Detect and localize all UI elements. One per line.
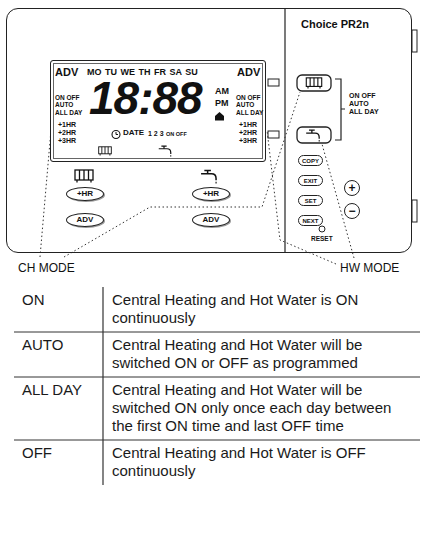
lcd-text: 18:88 [89,75,202,121]
button-label: SET [305,198,317,204]
advance-button: ADV [66,213,104,227]
advance-button: ADV [192,213,230,227]
lcd-text: +1HR +2HR +3HR [58,121,80,144]
lcd-text: ADV [55,66,78,78]
table-key: ON [22,291,45,309]
copy-button: COPY [298,155,323,166]
lcd-text: DATE [123,129,144,138]
button-label: ADV [203,216,220,224]
mode-callout: HW MODE [340,261,399,275]
table-key: OFF [22,444,52,462]
next-button: NEXT [298,215,323,226]
brand-name: Choice PR2n [301,18,369,30]
mode-callout: CH MODE [18,261,75,275]
button-label: +HR [77,190,93,198]
lcd-text: 1 2 3 [148,130,164,138]
button-label: NEXT [302,218,318,224]
lcd-text: PM [215,99,229,109]
exit-button: EXIT [298,175,323,186]
lcd-text: ADV [237,66,260,78]
table-key: ALL DAY [22,381,82,399]
housing-detail [285,9,417,252]
button-label: EXIT [304,178,317,184]
minus-button: − [344,203,360,219]
table-description: Central Heating and Hot Water is ON cont… [112,291,414,327]
button-label: − [348,205,355,217]
mode-icons [75,170,216,184]
reset-label: RESET [311,235,333,243]
lcd-text: AM [215,87,229,97]
mode-buttons [268,75,345,232]
boost-button: +HR [66,187,104,201]
set-button: SET [298,195,323,206]
boost-button: +HR [192,187,230,201]
button-label: COPY [302,158,319,164]
button-label: ADV [77,216,94,224]
button-label: +HR [203,190,219,198]
device-housing: Choice PR2nADVMO TU WE TH FR SA SUADVON … [6,8,412,253]
lcd-text: ON OFF AUTO ALL DAY [55,94,84,116]
table-description: Central Heating and Hot Water is OFF con… [112,444,414,480]
table-description: Central Heating and Hot Water will be sw… [112,336,414,372]
lcd-text: ON OFF [166,131,187,137]
lcd-text: +1HR +2HR +3HR [239,121,261,144]
lcd-display: ADVMO TU WE TH FR SA SUADVON OFF AUTO AL… [50,60,266,162]
lcd-text: ON OFF AUTO ALL DAY [236,94,265,116]
table-description: Central Heating and Hot Water will be sw… [112,381,414,435]
table-key: AUTO [22,336,63,354]
button-label: + [348,182,355,194]
plus-button: + [344,180,360,196]
table-grid [14,287,420,485]
mode-list: ON OFF AUTO ALL DAY [349,92,380,116]
